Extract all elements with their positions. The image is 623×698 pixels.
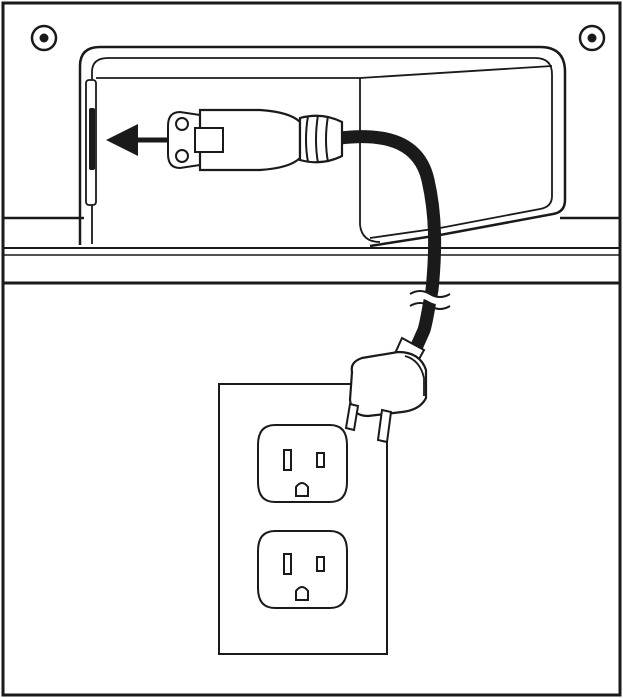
figure-8-power-connector-icon [168, 110, 342, 170]
screw-icon [580, 26, 604, 50]
screw-icon [32, 26, 56, 50]
two-prong-plug-icon [346, 338, 426, 442]
recess-bezel [80, 47, 565, 246]
recess-lip [360, 225, 380, 242]
device-panel [3, 26, 620, 283]
power-cord [340, 137, 435, 348]
cord-break-marks [410, 291, 450, 309]
outlet-receptacle-bottom [258, 531, 347, 608]
recess-back-wall [96, 66, 552, 78]
duplex-wall-outlet-icon [219, 384, 387, 654]
outlet-receptacle-top [258, 425, 347, 502]
recess-inner-edge [92, 58, 552, 244]
power-inlet-socket [86, 80, 96, 205]
outer-frame [3, 3, 620, 695]
